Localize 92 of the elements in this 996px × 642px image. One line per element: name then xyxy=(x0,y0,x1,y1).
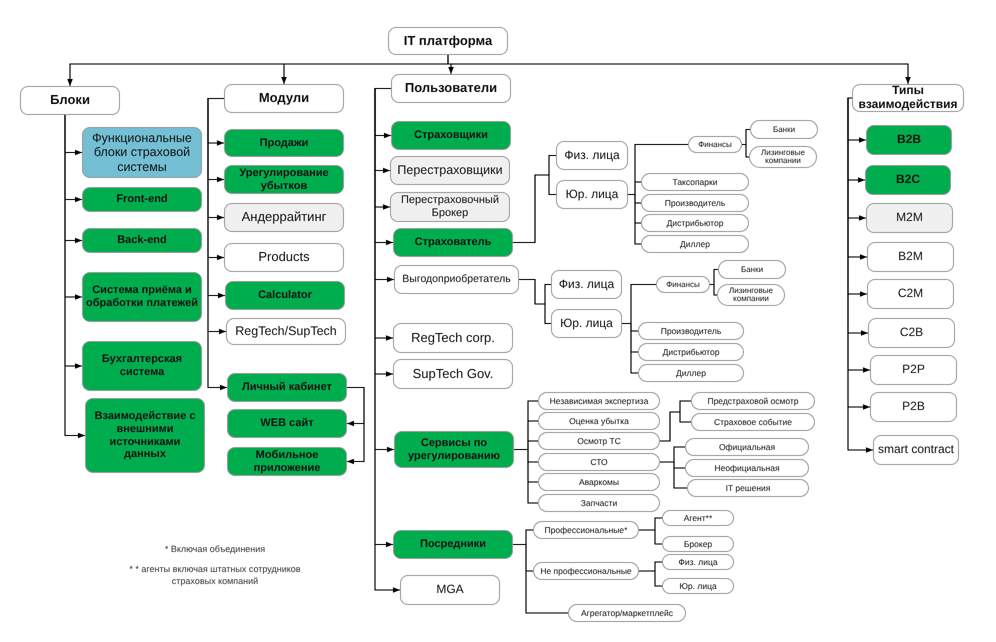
highlighted-box: Взаимодействие с внешними источниками данных xyxy=(85,398,205,473)
connector-line xyxy=(660,411,691,442)
item-box: Products xyxy=(224,243,344,272)
item-box: Юр. лица xyxy=(551,309,622,338)
footnote: * Включая объединения xyxy=(164,544,266,556)
item-pill: Профессиональные* xyxy=(533,521,639,539)
item-pill: Агрегатор/маркетплейс xyxy=(568,604,686,622)
arrow xyxy=(847,97,873,453)
highlighted-box: Продажи xyxy=(224,129,344,157)
item-pill: Диллер xyxy=(638,364,744,382)
connector-line xyxy=(622,322,638,374)
item-box: P2P xyxy=(870,355,957,385)
item-box: C2B xyxy=(868,318,955,348)
item-pill: Официальная xyxy=(685,438,809,456)
item-box: P2B xyxy=(870,392,957,422)
connector-line xyxy=(639,529,662,545)
item-box: Физ. лица xyxy=(556,141,628,170)
arrow xyxy=(347,386,365,464)
highlighted-box: Функциональные блоки страховой системы xyxy=(82,127,202,178)
item-box: smart contract xyxy=(873,435,959,465)
item-pill: Банки xyxy=(718,260,786,279)
item-box: RegTech corp. xyxy=(393,323,513,353)
category-box: Модули xyxy=(224,84,344,113)
item-pill: Финансы xyxy=(688,136,742,153)
item-pill: Лизинговые компании xyxy=(749,146,817,168)
arrow xyxy=(207,98,227,390)
highlighted-box: B2C xyxy=(865,165,951,195)
item-pill: Производитель xyxy=(641,194,749,212)
item-box: Юр. лица xyxy=(556,180,628,209)
item-pill: Оценка убытка xyxy=(538,412,660,430)
highlighted-box: Система приёма и обработки платежей xyxy=(82,272,202,322)
item-box: Выгодоприобретатель xyxy=(394,265,519,294)
highlighted-box: Мобильное приложение xyxy=(227,447,347,476)
highlighted-box: Страховщики xyxy=(391,121,511,150)
item-pill: Дистрибьютор xyxy=(641,214,749,232)
item-pill: Финансы xyxy=(656,276,710,293)
arrow xyxy=(447,55,911,84)
item-pill: Запчасти xyxy=(538,494,660,512)
item-pill: Страховое событие xyxy=(691,413,815,431)
item-pill: Агент** xyxy=(662,510,734,526)
highlighted-box: Front-end xyxy=(82,187,202,212)
connector-line xyxy=(710,284,717,296)
connector-line xyxy=(514,448,538,504)
highlighted-box: B2B xyxy=(866,125,952,155)
highlighted-box: WEB сайт xyxy=(227,409,347,438)
item-pill: Юр. лица xyxy=(662,578,734,594)
item-pill: Банки xyxy=(750,120,818,139)
item-box: MGA xyxy=(400,575,500,605)
item-pill: Брокер xyxy=(662,536,734,552)
item-pill: Дистрибьютор xyxy=(638,343,744,361)
item-pill: Диллер xyxy=(641,235,749,253)
item-pill: IT решения xyxy=(687,479,809,497)
item-box: Андеррайтинг xyxy=(224,203,344,232)
highlighted-box: Calculator xyxy=(225,281,345,310)
item-pill: Лизинговые компании xyxy=(717,284,785,306)
connector-line xyxy=(519,278,551,324)
highlighted-box: Урегулирование убытков xyxy=(224,165,344,194)
item-box: M2M xyxy=(866,203,953,233)
item-pill: Предстраховой осмотр xyxy=(691,392,815,410)
highlighted-box: Бухгалтерская система xyxy=(82,341,202,391)
item-pill: Физ. лица xyxy=(662,554,734,570)
connector-line xyxy=(742,144,749,158)
item-box: C2M xyxy=(867,279,954,309)
item-pill: СТО xyxy=(538,453,660,471)
item-pill: Производитель xyxy=(638,322,744,340)
item-box: SupTech Gov. xyxy=(393,359,513,389)
item-pill: Неофициальная xyxy=(685,459,809,477)
item-pill: Независимая экспертиза xyxy=(538,392,660,410)
item-box: B2M xyxy=(867,242,954,272)
highlighted-box: Сервисы по урегулированию xyxy=(394,431,514,468)
item-box: Физ. лица xyxy=(551,270,622,299)
item-box: Перестраховочный Брокер xyxy=(390,192,510,222)
category-box: Блоки xyxy=(20,86,120,115)
item-box: RegTech/SupTech xyxy=(226,318,346,345)
item-pill: Аваркомы xyxy=(538,473,660,491)
connector-line xyxy=(639,570,662,587)
category-box: IT платформа xyxy=(388,27,508,55)
arrow xyxy=(374,88,400,593)
item-pill: Таксопарки xyxy=(641,173,749,191)
category-box: Пользователи xyxy=(391,74,511,103)
item-box: Перестраховщики xyxy=(390,156,510,185)
footnote: * * агенты включая штатных сотрудников страховых компаний xyxy=(128,564,302,588)
category-box: Типы взаимодействия xyxy=(852,84,964,112)
highlighted-box: Back-end xyxy=(82,228,202,253)
connector-line xyxy=(513,174,556,244)
highlighted-box: Посредники xyxy=(393,530,513,559)
item-pill: Не профессиональные xyxy=(533,562,639,580)
arrow xyxy=(64,115,85,438)
item-pill: Осмотр ТС xyxy=(538,432,660,450)
highlighted-box: Страхователь xyxy=(393,228,513,257)
highlighted-box: Личный кабинет xyxy=(227,373,347,402)
connector-line xyxy=(660,461,687,489)
